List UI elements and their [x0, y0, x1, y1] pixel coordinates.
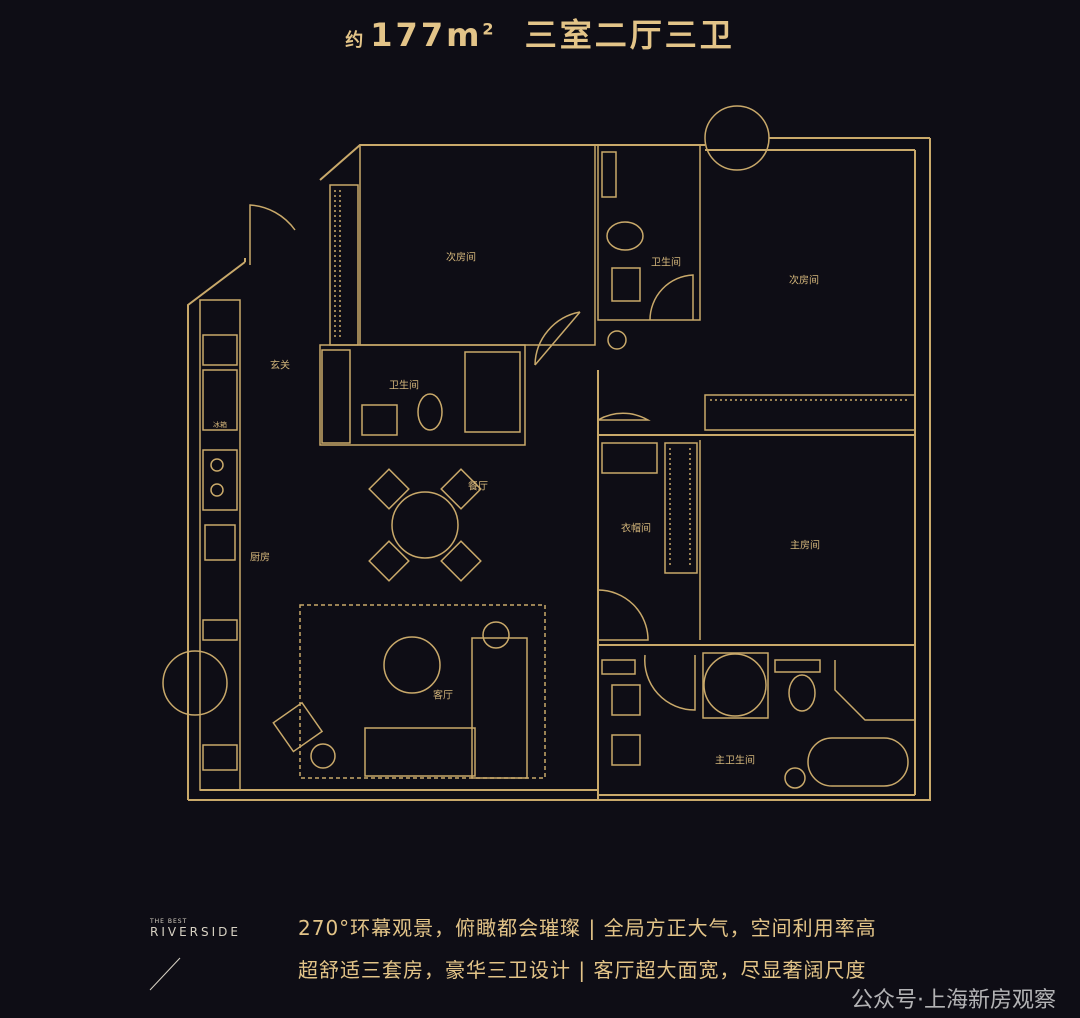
sink	[204, 524, 236, 561]
room-label: 次房间	[789, 275, 819, 287]
balcony-column	[704, 105, 770, 171]
bathtub	[807, 737, 909, 787]
brand-small: THE BEST	[150, 918, 188, 925]
title-prefix: 约	[345, 30, 367, 51]
slogan-line: 超舒适三套房，豪华三卫设计 | 客厅超大面宽，尽显奢阔尺度	[298, 958, 867, 982]
bath-left	[319, 344, 526, 446]
slogan-line: 270°环幕观景，俯瞰都会璀璨 | 全局方正大气，空间利用率高	[298, 916, 877, 940]
brand-big: RIVERSIDE	[150, 925, 241, 939]
balcony-column	[162, 650, 228, 716]
room-label: 客厅	[433, 690, 453, 702]
room-label: 玄关	[270, 360, 290, 372]
stove	[202, 449, 238, 511]
brand-slash	[149, 957, 181, 991]
sofa	[471, 637, 528, 779]
closet-door	[597, 589, 649, 641]
door	[597, 412, 651, 421]
room-label: 主房间	[790, 540, 820, 552]
bedroom-door	[534, 311, 581, 366]
outer-walls	[187, 137, 931, 801]
room-label: 餐厅	[468, 481, 488, 493]
room-label: 卫生间	[389, 380, 419, 392]
wardrobe	[329, 184, 359, 346]
room-label: 冰箱	[213, 421, 227, 429]
title-layout: 三室二厅三卫	[524, 16, 735, 54]
title-area-sup: 2	[482, 19, 497, 39]
dining-table	[368, 468, 482, 582]
room-label: 次房间	[446, 252, 476, 264]
bedroom-left	[359, 144, 596, 346]
watermark: 公众号·上海新房观察	[851, 988, 1056, 1013]
rug	[299, 604, 546, 779]
room-label: 主卫生间	[715, 755, 755, 767]
brand-logo: THE BEST RIVERSIDE	[150, 918, 241, 939]
room-label: 衣帽间	[621, 523, 651, 535]
room-label: 卫生间	[651, 257, 681, 269]
room-label: 厨房	[250, 552, 270, 564]
kitchen-counter	[199, 299, 241, 791]
title-area: 177m	[370, 16, 483, 54]
bath-right	[597, 144, 701, 321]
entry-door	[249, 204, 296, 265]
wardrobe-right	[704, 394, 916, 431]
